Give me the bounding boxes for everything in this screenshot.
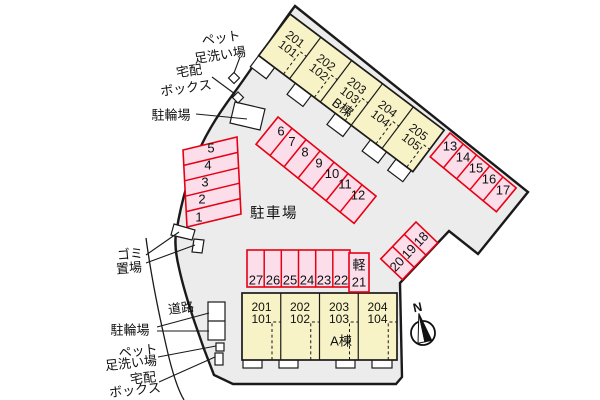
pet-wash-top-label: 足洗い場 <box>193 44 247 66</box>
unit-label: 202 <box>290 300 310 314</box>
pointer-line <box>156 312 210 328</box>
stall-number: 8 <box>301 145 308 160</box>
stall-number: 22 <box>334 273 348 288</box>
bicycle-bottom-label: 駐輪場 <box>110 323 149 338</box>
stall-number: 2 <box>198 192 205 207</box>
unit-label: 201 <box>251 300 271 314</box>
pointer-line <box>195 113 248 120</box>
stall-number: 15 <box>469 161 483 176</box>
garbage-label: 置場 <box>115 259 142 276</box>
bicycle-top-label: 駐輪場 <box>151 108 190 123</box>
stall-number: 25 <box>283 273 297 288</box>
stall-number: 26 <box>266 273 280 288</box>
building-b-outline <box>257 12 446 173</box>
stall-number: 24 <box>300 273 314 288</box>
delivery-box-structure-bottom <box>214 352 224 366</box>
stall-number: 13 <box>443 139 457 154</box>
delivery-box-top-label: 宅配 <box>175 62 203 80</box>
parking-area-label: 駐車場 <box>250 205 298 222</box>
stall-number: 23 <box>317 273 331 288</box>
building-a: 201 101 202 102 203 103 204 104 A棟 <box>241 292 398 369</box>
delivery-box-structure-top <box>231 91 245 104</box>
bicycle-parking-structure-top <box>229 101 266 131</box>
compass-icon: N <box>410 300 436 346</box>
delivery-box-top-label: ボックス <box>159 77 212 99</box>
pointer-line <box>157 345 217 358</box>
building-a-name: A棟 <box>330 334 352 349</box>
parking-row-east: 18 19 20 <box>379 220 439 281</box>
unit-label: 204 <box>367 300 387 314</box>
delivery-box-bottom-label: ボックス <box>109 380 162 400</box>
pet-wash-structure-bottom <box>215 342 225 352</box>
pointer-line <box>233 56 241 74</box>
pointer-line <box>158 356 216 383</box>
stall-number: 1 <box>195 210 202 225</box>
garbage-structure-small <box>191 238 205 254</box>
kei-stall-box <box>348 252 370 293</box>
stall-number: 11 <box>338 177 352 192</box>
stall-number: 10 <box>325 166 339 181</box>
compass-north-label: N <box>412 300 424 316</box>
unit-label: 101 <box>251 312 271 326</box>
stall-number: 27 <box>249 273 263 288</box>
unit-label: 104 <box>367 312 387 326</box>
stall-number: 16 <box>482 172 496 187</box>
stall-number: 17 <box>496 183 510 198</box>
stall-number: 9 <box>315 156 322 171</box>
pet-wash-bottom-label: ペット <box>118 342 158 361</box>
parking-row-center: 6 7 8 9 10 11 12 <box>254 115 378 225</box>
stall-number: 4 <box>204 158 211 173</box>
stall-number: 5 <box>207 141 214 156</box>
kei-label: 軽 <box>352 258 365 273</box>
stall-number: 3 <box>201 175 208 190</box>
unit-label: 103 <box>329 312 349 326</box>
garbage-structure <box>170 223 196 241</box>
delivery-box-bottom-label: 宅配 <box>129 369 156 387</box>
stall-number: 12 <box>351 188 365 203</box>
stall-number: 14 <box>456 150 470 165</box>
pointer-line <box>211 76 236 95</box>
stall-number: 7 <box>288 134 295 149</box>
pet-wash-structure-top <box>227 71 241 85</box>
unit-label: 203 <box>329 300 349 314</box>
parking-row-left: 5 4 3 2 1 <box>182 135 242 229</box>
unit-label: 102 <box>290 312 310 326</box>
parking-row-south: 27 26 25 24 23 22 軽 21 <box>246 249 370 293</box>
stall-number: 6 <box>277 124 284 139</box>
pointer-line <box>145 231 180 256</box>
pet-wash-top-label: ペット <box>201 28 242 48</box>
pointer-line <box>145 244 196 264</box>
pet-wash-bottom-label: 足洗い場 <box>104 353 157 373</box>
stall-number: 21 <box>352 275 366 290</box>
parking-row-northeast: 13 14 15 16 17 <box>429 131 518 213</box>
building-b: 201 101 202 102 203 103 204 104 205 105 … <box>249 12 446 183</box>
road-edge-line <box>145 237 185 400</box>
road-label: 道路 <box>167 299 195 317</box>
garbage-label: ゴミ <box>116 245 143 262</box>
